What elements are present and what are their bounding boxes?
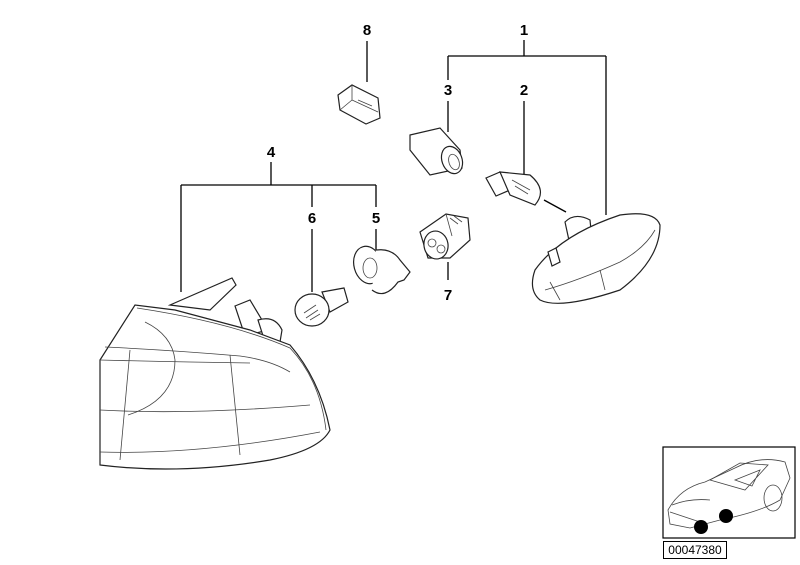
plug-connector-part[interactable] (337, 84, 381, 125)
vehicle-location-inset (662, 446, 796, 539)
callout-1[interactable]: 1 (520, 22, 528, 39)
bulb-part-6[interactable] (294, 287, 349, 327)
leader-lines (180, 40, 607, 292)
reference-code: 00047380 (663, 541, 727, 559)
callout-2[interactable]: 2 (520, 82, 528, 99)
callout-4[interactable]: 4 (267, 144, 276, 161)
bulb-part-2[interactable] (485, 171, 567, 213)
callout-5[interactable]: 5 (372, 210, 380, 227)
callout-3[interactable]: 3 (444, 82, 452, 99)
callout-7[interactable]: 7 (444, 287, 452, 304)
bulb-socket-part-3[interactable] (409, 127, 466, 177)
callout-6[interactable]: 6 (308, 210, 316, 227)
highlight-marker-front (694, 520, 708, 534)
side-repeater-part-1[interactable] (531, 213, 661, 304)
callout-8[interactable]: 8 (363, 22, 371, 39)
socket-connector-part-7[interactable] (419, 213, 471, 261)
turn-indicator-part-4[interactable] (99, 277, 331, 470)
highlight-marker-side (719, 509, 733, 523)
bulb-socket-part-5[interactable] (350, 243, 411, 295)
